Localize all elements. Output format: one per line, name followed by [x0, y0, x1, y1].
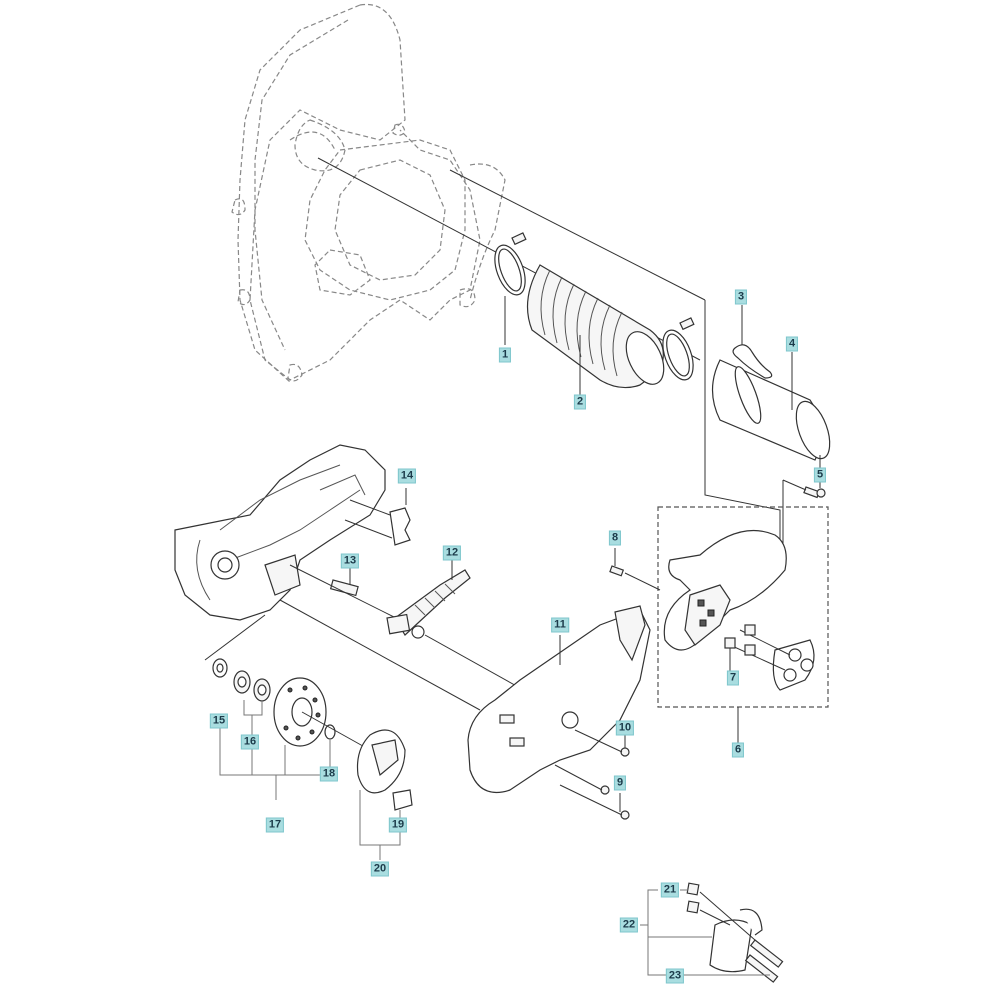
callout-16[interactable]: 16 — [240, 734, 260, 750]
callout-20[interactable]: 20 — [370, 861, 390, 877]
tensioner-screw-part-12 — [386, 569, 471, 639]
screw-part-8 — [609, 565, 625, 577]
clip-part-3 — [732, 344, 773, 379]
clutch-drum-part-17 — [273, 677, 327, 747]
callout-15[interactable]: 15 — [209, 713, 229, 729]
callout-7[interactable]: 7 — [726, 670, 740, 686]
callout-13[interactable]: 13 — [340, 553, 360, 569]
bracket-part-14 — [389, 507, 411, 546]
hose-clamp-part-1 — [494, 232, 527, 296]
spring-part-19 — [392, 789, 413, 811]
callout-23[interactable]: 23 — [665, 968, 685, 984]
callout-12[interactable]: 12 — [442, 545, 462, 561]
callout-5[interactable]: 5 — [813, 467, 827, 483]
callout-11[interactable]: 11 — [551, 617, 569, 633]
callout-19[interactable]: 19 — [388, 817, 408, 833]
assembly-axis-line — [449, 169, 706, 301]
callout-18[interactable]: 18 — [319, 766, 339, 782]
arm-housing — [174, 444, 386, 621]
assembly-group-box-part-6 — [657, 506, 829, 708]
clutch-cover-part-11 — [467, 605, 651, 794]
callout-4[interactable]: 4 — [785, 336, 799, 352]
callout-9[interactable]: 9 — [613, 775, 627, 791]
callout-17[interactable]: 17 — [265, 817, 285, 833]
washer-part-15 — [212, 658, 228, 678]
callout-3[interactable]: 3 — [734, 289, 748, 305]
callout-10[interactable]: 10 — [615, 720, 635, 736]
hose-clamp — [662, 317, 695, 381]
callout-2[interactable]: 2 — [573, 394, 587, 410]
tube-part-4 — [711, 359, 831, 461]
nut-part-21 — [686, 882, 700, 914]
mount-part-22 — [709, 908, 763, 973]
callout-8[interactable]: 8 — [608, 530, 622, 546]
screw-part-9 — [600, 785, 630, 820]
engine-housing-outline — [231, 3, 506, 383]
callout-14[interactable]: 14 — [397, 468, 417, 484]
callout-1[interactable]: 1 — [498, 347, 512, 363]
screw-part-5 — [803, 486, 826, 499]
assembly-axis-line — [704, 300, 781, 540]
corrugated-hose-part-2 — [526, 264, 665, 389]
screw-part-10 — [620, 747, 630, 757]
callout-6[interactable]: 6 — [731, 742, 745, 758]
guard-part-6 — [663, 529, 815, 691]
callout-22[interactable]: 22 — [619, 917, 639, 933]
bearing-part-16 — [233, 670, 271, 702]
clutch-shoes-part-20 — [356, 729, 406, 794]
bolt-part-23 — [744, 939, 784, 983]
callout-21[interactable]: 21 — [660, 882, 680, 898]
